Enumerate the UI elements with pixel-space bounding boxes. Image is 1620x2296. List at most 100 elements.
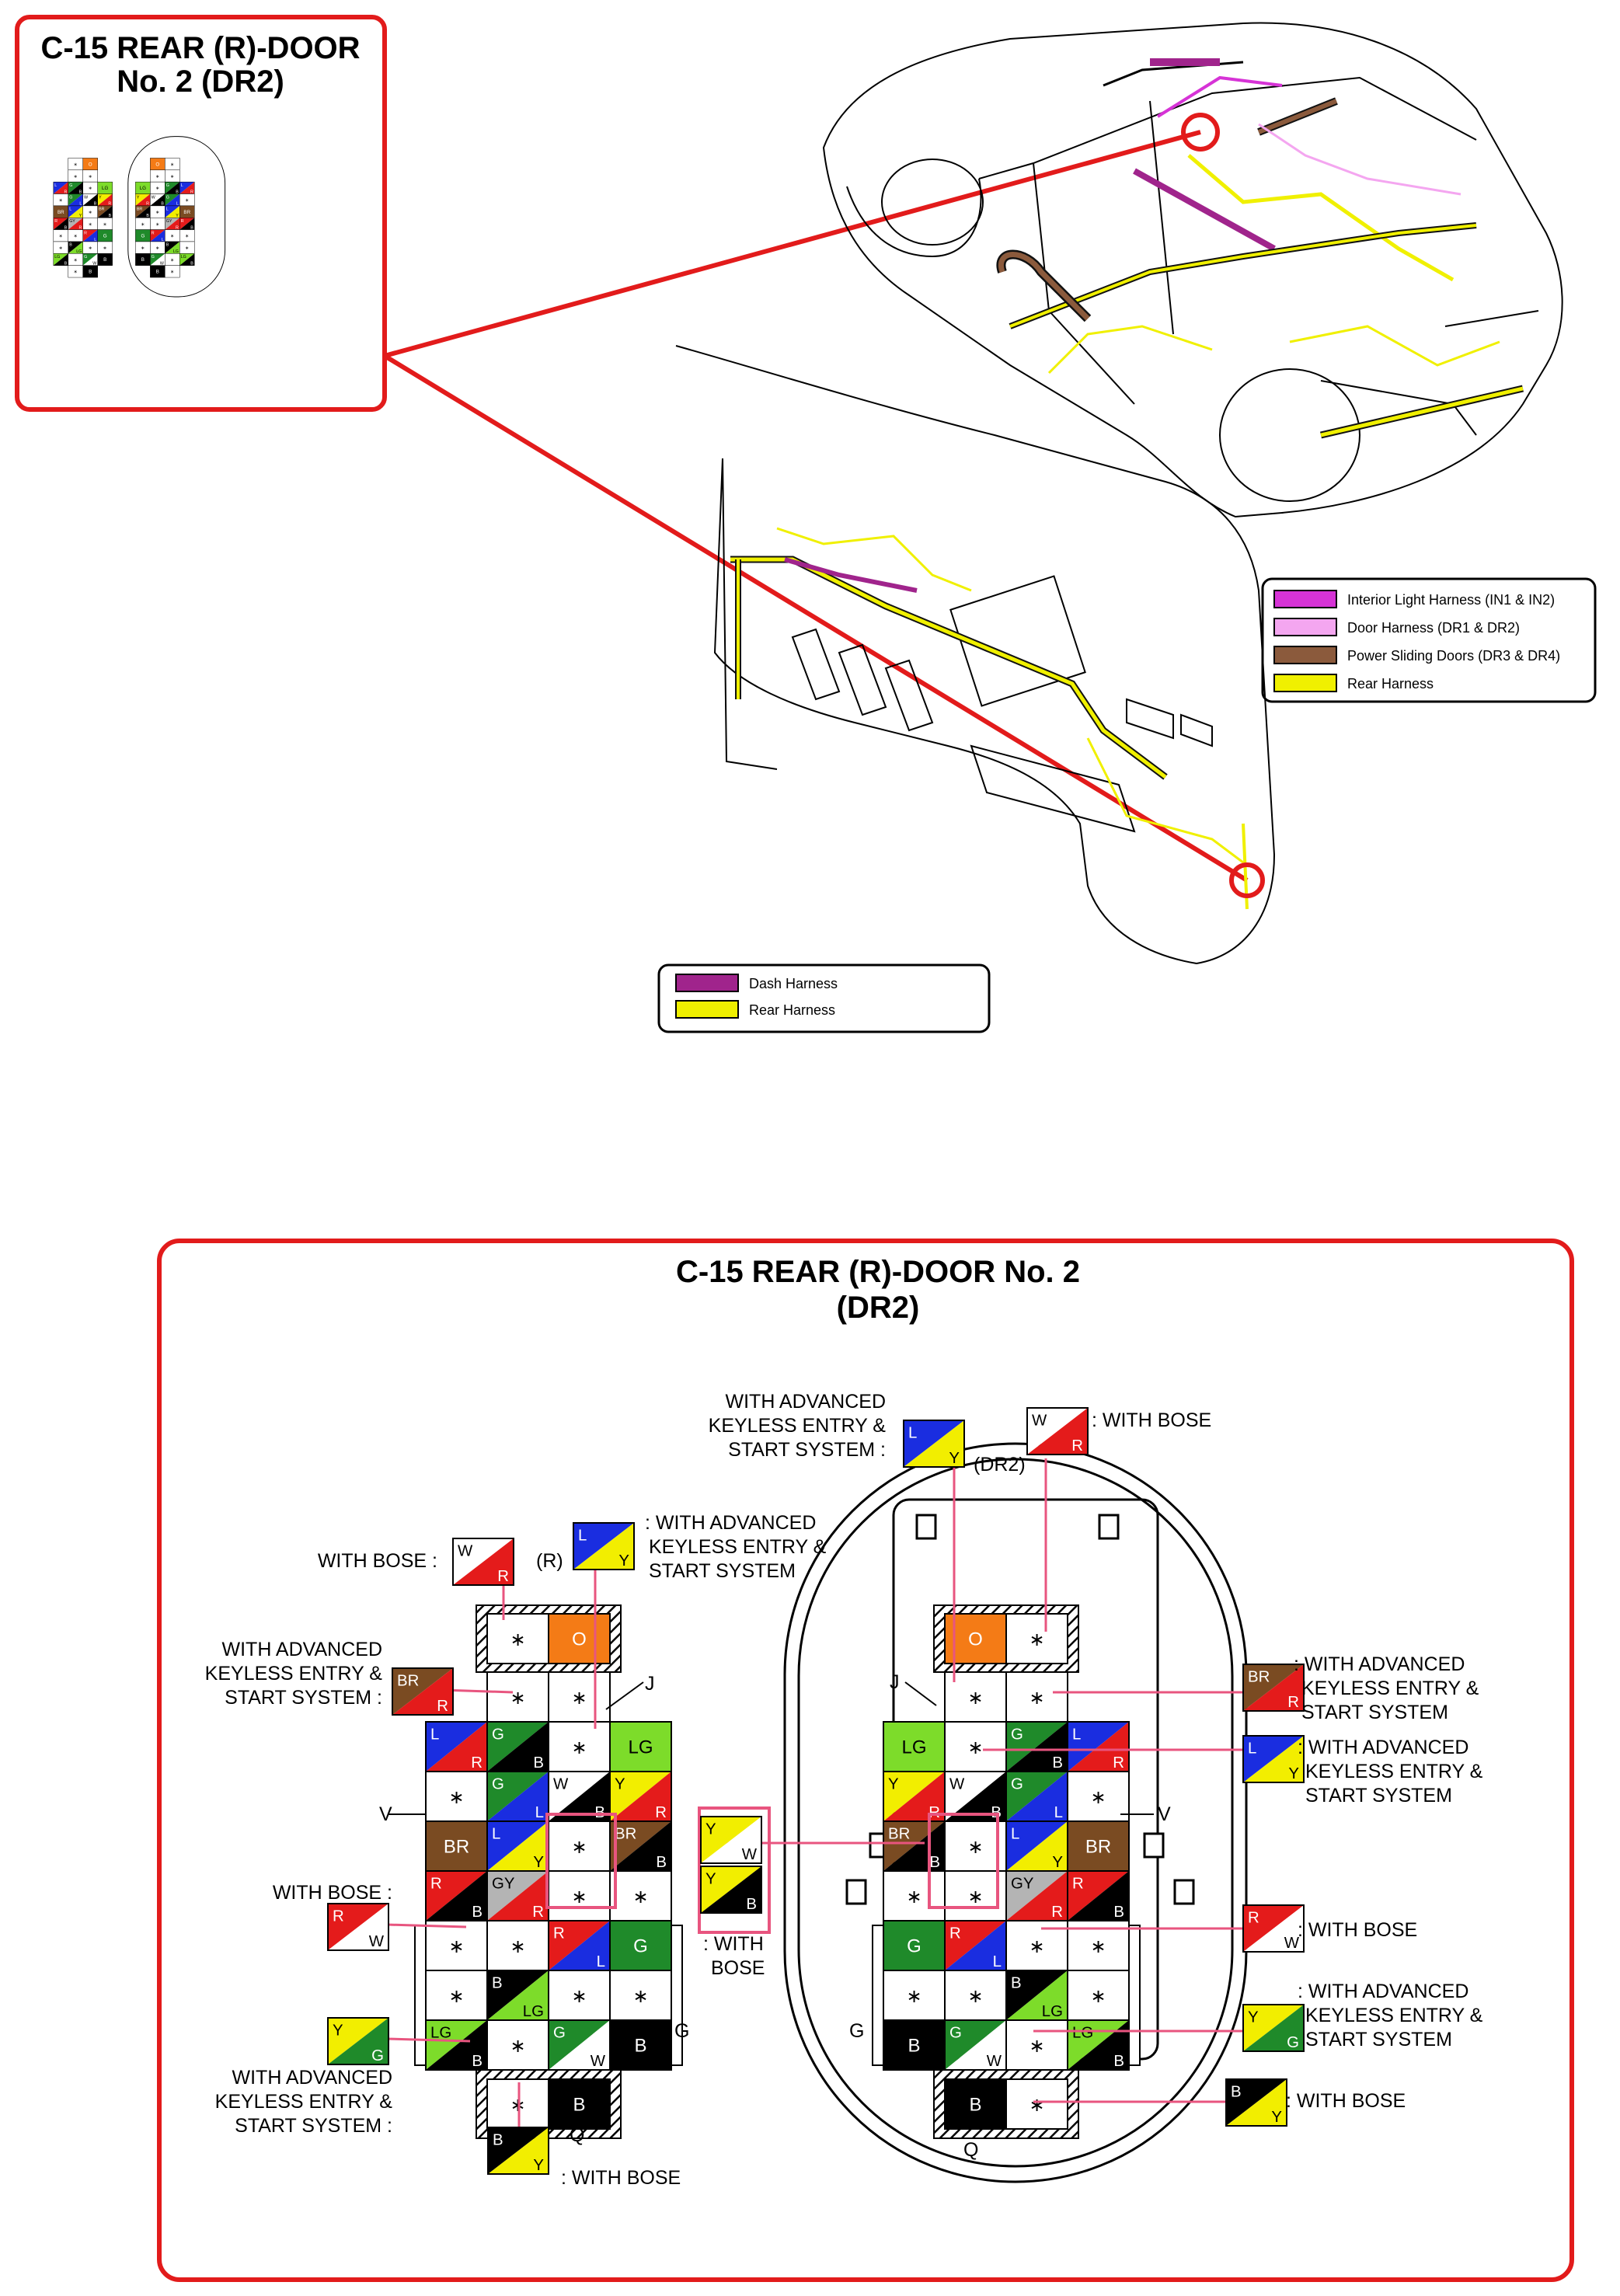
mini-pin: ∗	[150, 205, 165, 218]
pin-asterisk: ∗	[155, 210, 159, 215]
mini-pin: ∗	[82, 218, 98, 230]
mini-pin: ∗	[68, 169, 83, 183]
mini-pin: ∗	[68, 253, 83, 266]
wire-color-primary: W	[1032, 1412, 1047, 1429]
marker-leaders	[388, 1681, 1154, 1815]
wire-color-primary: W	[152, 195, 155, 200]
wire-color-primary: Y	[705, 1820, 716, 1838]
pin-cell: LR	[425, 1721, 488, 1772]
legend-label: Power Sliding Doors (DR3 & DR4)	[1347, 648, 1560, 664]
pin-asterisk: ∗	[1029, 1936, 1044, 1957]
pin-asterisk: ∗	[170, 174, 174, 179]
wire-color-stripe: L	[162, 238, 164, 242]
wire-color-stripe: R	[437, 1698, 448, 1715]
marker-g-left: G	[674, 2020, 689, 2042]
vehicle-illustration	[822, 22, 1563, 518]
wire-color-primary: B	[492, 1974, 503, 1991]
pin-cell: YR	[609, 1771, 672, 1822]
wire-color-stripe: R	[78, 225, 82, 230]
pin-asterisk: ∗	[906, 1887, 921, 1908]
wire-color-stripe: R	[1071, 1437, 1083, 1455]
pin-cell: WB	[548, 1771, 611, 1822]
note-right-adv-yg-1: : WITH ADVANCED	[1298, 1981, 1468, 2002]
wire-color-primary: L	[166, 207, 169, 212]
mini-pin: ∗	[68, 265, 83, 278]
callout-wires	[386, 1458, 1243, 2127]
wire-color-code: BR	[1085, 1837, 1111, 1858]
wire-color-primary: G	[69, 183, 72, 188]
pin-asterisk: ∗	[967, 1887, 983, 1908]
mini-pin: LY	[68, 205, 83, 218]
note-left-with-bose-wr: WITH BOSE :	[318, 1550, 437, 1572]
mini-pin: ∗	[135, 218, 151, 230]
note-right-adv-br-2: KEYLESS ENTRY &	[1301, 1678, 1479, 1699]
pin-cell: ∗	[883, 1970, 946, 2021]
legend-item: Rear Harness	[1273, 674, 1434, 692]
wire-color-stripe: B	[1052, 1754, 1063, 1772]
mini-pin: ∗	[179, 241, 195, 254]
dashboard-illustration	[675, 345, 1276, 965]
pin-asterisk: ∗	[1090, 1936, 1106, 1957]
wire-color-primary: R	[1072, 1875, 1084, 1892]
wire-color-primary: BR	[888, 1825, 910, 1842]
pin-asterisk: ∗	[967, 1837, 983, 1858]
pin-cell: GB	[1005, 1721, 1068, 1772]
legend-label: Interior Light Harness (IN1 & IN2)	[1347, 592, 1555, 608]
wire-color-primary: L	[1011, 1825, 1019, 1842]
mini-pin: ∗	[150, 169, 165, 183]
pin-cell: ∗	[548, 1671, 611, 1723]
callout-swatch-left-r-w: RW	[327, 1903, 389, 1951]
wire-color-code: O	[572, 1629, 587, 1650]
mini-pin: YR	[97, 193, 113, 207]
callout-swatch-left-w-r: WR	[452, 1538, 514, 1586]
mini-pin: LG	[97, 181, 113, 194]
pin-cell: ∗	[1005, 1671, 1068, 1723]
wire-color-primary: L	[69, 207, 71, 212]
mini-pin: ∗	[165, 229, 180, 242]
wire-color-stripe: B	[1113, 1904, 1124, 1921]
legend-swatch	[675, 974, 739, 992]
pin-asterisk: ∗	[967, 1688, 983, 1709]
pin-asterisk: ∗	[74, 162, 78, 167]
pin-cell: B	[609, 2019, 672, 2071]
wire-color-stripe: W	[591, 2053, 606, 2070]
pin-cell: ∗	[548, 1820, 611, 1872]
wire-color-stripe: LG	[173, 249, 179, 254]
wire-color-stripe: B	[746, 1896, 757, 1913]
note-right-adv-top-2: KEYLESS ENTRY &	[709, 1415, 887, 1437]
pin-asterisk: ∗	[170, 257, 174, 263]
note-right-adv-yg-3: START SYSTEM	[1305, 2029, 1452, 2050]
pin-asterisk: ∗	[510, 1688, 525, 1709]
wire-color-primary: R	[333, 1908, 344, 1925]
wire-color-primary: G	[166, 195, 169, 200]
wire-color-primary: G	[949, 2024, 962, 2041]
wire-color-primary: GY	[492, 1875, 515, 1892]
wire-color-stripe: R	[190, 190, 193, 194]
mini-pin: ∗	[82, 181, 98, 194]
marker-v-left: V	[379, 1803, 392, 1825]
pin-asterisk: ∗	[185, 234, 189, 239]
legend-label: Rear Harness	[1347, 676, 1434, 692]
legend-item: Door Harness (DR1 & DR2)	[1273, 618, 1520, 636]
pin-asterisk: ∗	[510, 1936, 525, 1957]
pin-cell: LY	[486, 1820, 549, 1872]
wire-color-stripe: B	[1113, 2053, 1124, 2070]
note-left-adv-ly-3: START SYSTEM	[649, 1560, 796, 1582]
wire-color-primary: BR	[397, 1672, 419, 1689]
pin-cap-top: ∗	[1005, 1613, 1068, 1664]
mini-pin: ∗	[165, 253, 180, 266]
wire-color-stripe: Y	[1052, 1854, 1063, 1871]
pin-asterisk: ∗	[1029, 2095, 1044, 2116]
note-right-adv-br-3: START SYSTEM	[1301, 1702, 1448, 1723]
wire-color-stripe: Y	[533, 1854, 544, 1871]
callout-swatch-right-l-y: LY	[1242, 1735, 1305, 1783]
note-right-adv-ly-1: : WITH ADVANCED	[1298, 1737, 1468, 1758]
wire-color-primary: GY	[166, 219, 172, 224]
mini-pin: GW	[150, 253, 165, 266]
connector-notch	[872, 1925, 884, 2066]
pin-asterisk: ∗	[170, 270, 174, 275]
wire-color-code: LG	[628, 1737, 653, 1758]
wire-color-stripe: W	[1284, 1935, 1300, 1952]
